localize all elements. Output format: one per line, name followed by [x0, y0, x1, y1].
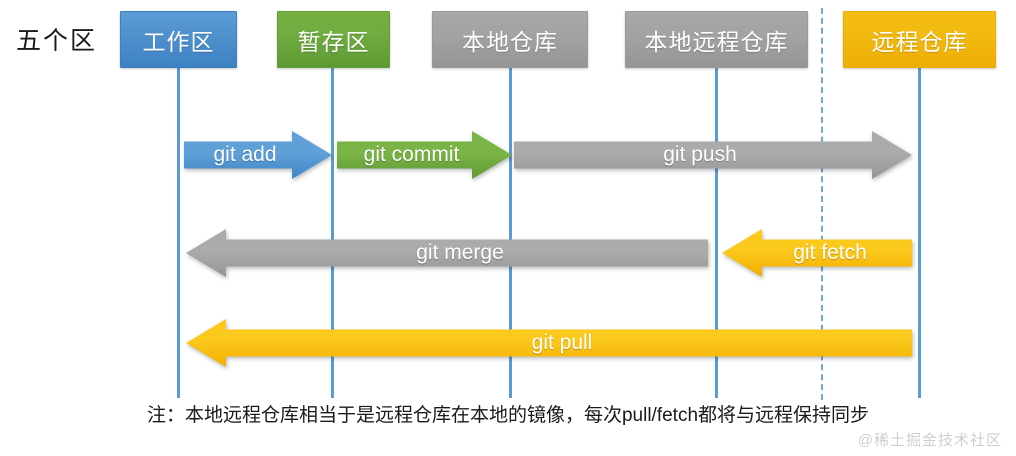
arrow-git-commit[interactable]: git commit [337, 131, 512, 179]
lifeline-remote-repo [918, 64, 921, 398]
stage-box-label: 暂存区 [297, 28, 370, 55]
stage-box-label: 本地仓库 [462, 28, 558, 55]
watermark: @稀土掘金技术社区 [857, 432, 1002, 449]
stage-box-local-repo[interactable]: 本地仓库 [432, 11, 588, 68]
arrow-label: git add [213, 143, 277, 166]
arrow-git-add[interactable]: git add [184, 131, 332, 179]
arrow-git-pull[interactable]: git pull [186, 319, 912, 367]
arrow-label: git pull [531, 331, 593, 354]
stage-box-label: 远程仓库 [871, 28, 968, 55]
side-label-five-areas: 五个区 [16, 27, 98, 55]
lifeline-workspace [177, 64, 180, 398]
lifeline-staging [331, 64, 334, 398]
lifeline-local-remote [715, 64, 718, 398]
arrow-label: git merge [416, 241, 504, 264]
stage-box-label: 工作区 [142, 28, 215, 55]
arrow-git-fetch[interactable]: git fetch [722, 229, 912, 277]
arrow-git-push[interactable]: git push [514, 131, 912, 179]
local-remote-boundary-dashed-line [821, 8, 823, 400]
arrow-label: git push [663, 143, 737, 166]
stage-box-staging[interactable]: 暂存区 [277, 11, 390, 68]
arrow-label: git fetch [793, 241, 867, 264]
stage-box-workspace[interactable]: 工作区 [120, 11, 237, 68]
stage-box-label: 本地远程仓库 [644, 28, 789, 55]
arrow-label: git commit [363, 143, 460, 166]
footer-note: 注：本地远程仓库相当于是远程仓库在本地的镜像，每次pull/fetch都将与远程… [146, 405, 870, 426]
arrow-git-merge[interactable]: git merge [186, 229, 708, 277]
stage-box-remote-repo[interactable]: 远程仓库 [843, 11, 996, 68]
stage-box-local-remote[interactable]: 本地远程仓库 [625, 11, 808, 68]
lifeline-local-repo [509, 64, 512, 398]
